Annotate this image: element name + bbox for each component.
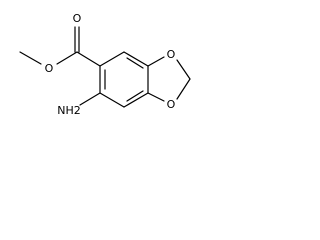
- amino-group-label: NH2: [57, 104, 81, 117]
- bond-ring-to-amino: [79, 92, 101, 106]
- ring-double-bond-inner-1: [126, 57, 144, 69]
- bond-ring-to-bottom-oxygen: [147, 92, 165, 102]
- ring-bond-c2-c3: [123, 51, 149, 67]
- methylenedioxy-ring: O O: [147, 48, 191, 111]
- bond-carbonyl-carbon-to-ester-oxygen: [56, 51, 78, 65]
- bond-ester-oxygen-to-methyl: [19, 51, 42, 65]
- chemical-structure: O O NH2 O O: [19, 12, 191, 117]
- amino-group: NH2: [57, 92, 101, 117]
- bond-top-oxygen-to-methylene: [176, 59, 191, 80]
- bond-ring-to-top-oxygen: [147, 56, 165, 67]
- ring-oxygen-bottom-label: O: [167, 98, 176, 111]
- ring-bond-c1-c2: [99, 51, 125, 67]
- ring-bond-c5-c6: [99, 92, 125, 108]
- ring-double-bond-inner-2: [126, 90, 144, 102]
- ring-bond-c4-c5: [123, 92, 149, 108]
- carbonyl-oxygen-label: O: [73, 12, 82, 25]
- bond-ring-to-carbonyl-carbon: [76, 51, 101, 67]
- bond-methylene-to-bottom-oxygen: [176, 78, 191, 100]
- ring-oxygen-top-label: O: [167, 48, 176, 61]
- ester-oxygen-label: O: [45, 62, 54, 75]
- benzene-ring: [99, 51, 149, 108]
- methyl-ester-group: O O: [19, 12, 101, 75]
